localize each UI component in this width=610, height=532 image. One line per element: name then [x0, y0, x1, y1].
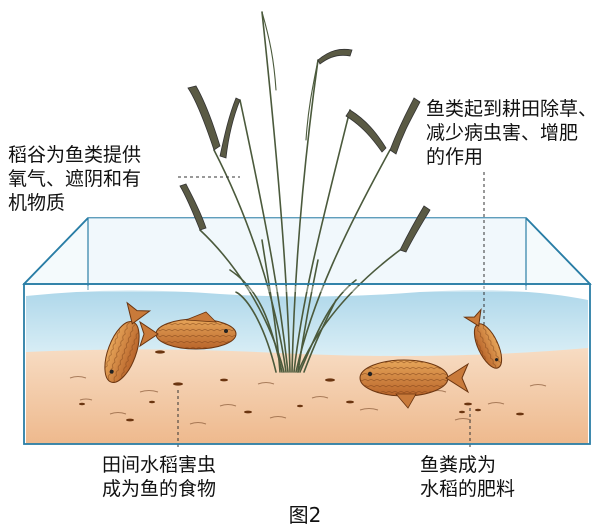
label-line: 机物质	[8, 192, 66, 214]
callout-lines	[177, 172, 485, 448]
label-pests-food: 田间水稻害虫 成为鱼的食物	[102, 453, 216, 501]
label-line: 稻谷为鱼类提供	[8, 144, 142, 166]
rice-panicles	[179, 48, 431, 253]
paddy-soil	[26, 348, 588, 444]
figure-caption: 图2	[288, 503, 322, 527]
tank-front	[23, 217, 591, 445]
rice-plant	[199, 11, 401, 373]
label-manure-fertilizer: 鱼粪成为 水稻的肥料	[420, 453, 515, 501]
label-line: 成为鱼的食物	[102, 478, 217, 500]
pests-and-droppings	[79, 350, 524, 422]
fish-big-center	[359, 359, 470, 409]
tank-glass-shine	[26, 286, 588, 292]
fish-center-left	[139, 311, 237, 350]
label-line: 氧气、遮阴和有	[8, 168, 142, 190]
label-rice-provides: 稻谷为鱼类提供 氧气、遮阴和有 机物质	[8, 143, 141, 215]
label-line: 减少病虫害、增肥	[426, 122, 579, 144]
label-line: 鱼粪成为	[420, 454, 497, 476]
label-line: 鱼类起到耕田除草、	[426, 98, 598, 120]
label-fish-effects: 鱼类起到耕田除草、 减少病虫害、增肥 的作用	[426, 97, 597, 169]
label-line: 的作用	[426, 146, 484, 168]
fish-right-small	[462, 307, 503, 369]
label-line: 田间水稻害虫	[102, 454, 217, 476]
fish-left-upright	[104, 301, 152, 383]
tank-back	[22, 217, 592, 290]
label-line: 水稻的肥料	[420, 478, 516, 500]
soil-ripples	[69, 375, 547, 425]
